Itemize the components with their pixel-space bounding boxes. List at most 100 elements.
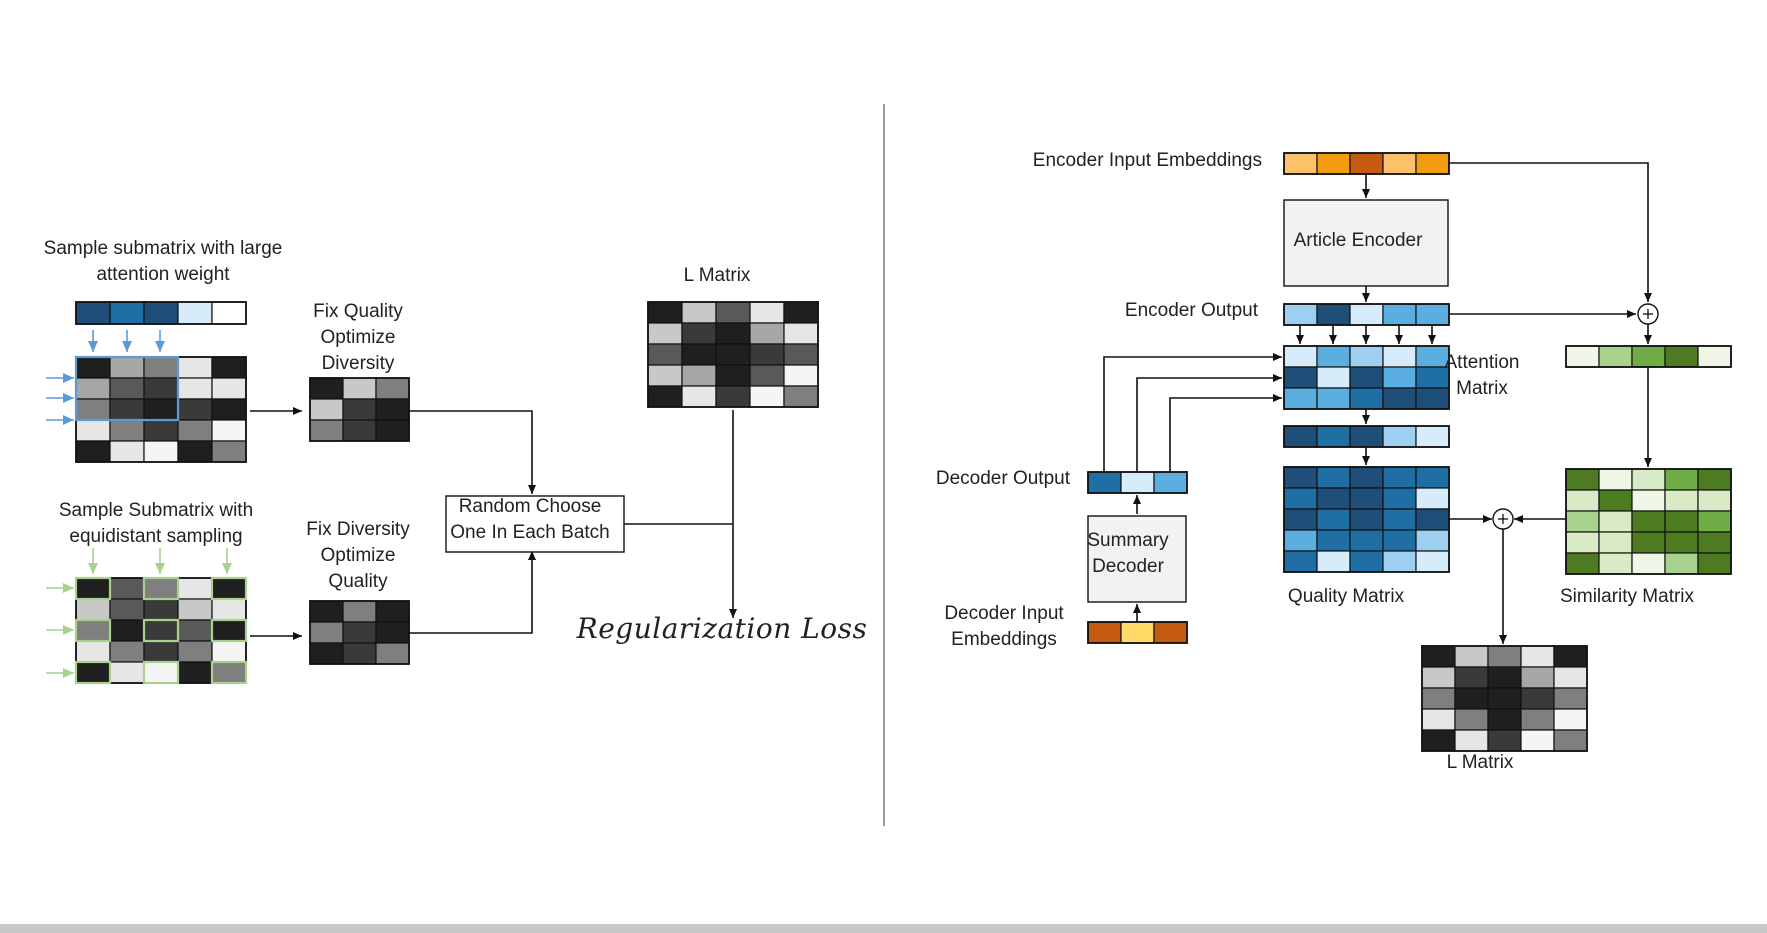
green-combined-vector-cell [1598,345,1633,368]
large-weight-matrix-cell [75,356,111,379]
large-weight-matrix-cell [75,440,111,463]
bottom-scrollbar-band [0,924,1767,933]
equidistant-matrix-cell [177,598,213,621]
attention-matrix-cell [1382,366,1417,389]
fix-diversity-submatrix-cell [342,600,377,623]
decoder-input-embeddings-cell [1120,621,1155,644]
attention-weight-bar-cell [75,301,111,325]
attention-weight-bar-cell [109,301,145,325]
encoder-output-vector-cell [1283,303,1318,326]
left-l-matrix-cell [783,343,819,366]
left-l-matrix-cell [681,301,717,324]
right-l-matrix-cell [1520,729,1555,752]
equidistant-matrix-cell [211,619,247,642]
equidistant-matrix-cell [177,661,213,684]
right-l-matrix-cell [1520,666,1555,689]
equidistant-matrix-cell [75,577,111,600]
quality-matrix-cell [1283,529,1318,552]
fix-diversity-submatrix-cell [375,621,410,644]
attention-matrix-cell [1382,345,1417,368]
quality-matrix-cell [1316,508,1351,531]
similarity-matrix-cell [1631,552,1666,575]
similarity-matrix-label: Similarity Matrix [1559,586,1695,607]
similarity-matrix-cell [1565,510,1600,533]
large-weight-matrix-cell [211,440,247,463]
left-l-matrix-cell [681,343,717,366]
green-combined-vector-cell [1664,345,1699,368]
encoder-input-embeddings-cell [1349,152,1384,175]
attention-matrix-cell [1349,345,1384,368]
quality-matrix-cell [1283,508,1318,531]
attention-matrix-label: Attention Matrix [1444,352,1520,399]
large-weight-matrix-cell [211,398,247,421]
right-l-matrix-cell [1553,729,1588,752]
left-l-matrix-cell [783,322,819,345]
attention-row-vector-cell [1283,425,1318,448]
left-l-matrix-cell [749,364,785,387]
attention-matrix-cell [1349,366,1384,389]
fix-diversity-label: Fix Diversity Optimize Quality [306,519,410,592]
article-encoder-box [1283,199,1449,287]
attention-row-vector-cell [1415,425,1450,448]
equidistant-matrix-cell [177,640,213,663]
similarity-matrix-cell [1697,531,1732,554]
fix-quality-submatrix-cell [342,398,377,421]
large-weight-matrix-cell [109,419,145,442]
left-l-matrix-cell [647,385,683,408]
fix-diversity-submatrix-cell [309,642,344,665]
similarity-matrix-cell [1697,552,1732,575]
quality-matrix-cell [1415,550,1450,573]
similarity-matrix-cell [1598,510,1633,533]
large-weight-matrix-cell [177,440,213,463]
large-weight-matrix-cell [143,377,179,400]
right-l-matrix-cell [1520,645,1555,668]
quality-matrix-cell [1349,550,1384,573]
attention-matrix-cell [1316,345,1351,368]
quality-matrix-label: Quality Matrix [1287,586,1405,607]
right-l-matrix-cell [1487,645,1522,668]
equidistant-matrix-cell [211,577,247,600]
equidistant-matrix-cell [75,640,111,663]
left-l-matrix-cell [783,385,819,408]
quality-matrix-cell [1283,550,1318,573]
large-weight-matrix-cell [109,440,145,463]
fix-quality-submatrix-cell [342,419,377,442]
right-l-matrix-cell [1421,708,1456,731]
large-weight-matrix-cell [211,377,247,400]
similarity-matrix-cell [1565,468,1600,491]
right-l-matrix-cell [1421,666,1456,689]
quality-matrix-cell [1349,529,1384,552]
left-l-matrix-cell [715,385,751,408]
quality-matrix-cell [1415,487,1450,510]
right-l-matrix-cell [1487,687,1522,710]
equidistant-matrix-cell [109,619,145,642]
similarity-matrix-cell [1598,489,1633,512]
right-l-matrix-cell [1487,666,1522,689]
right-l-matrix-cell [1553,708,1588,731]
large-weight-matrix-cell [109,398,145,421]
fix-diversity-submatrix-cell [342,642,377,665]
similarity-matrix-cell [1565,489,1600,512]
similarity-matrix-cell [1664,552,1699,575]
large-weight-matrix-cell [211,356,247,379]
decoder-input-embeddings-cell [1087,621,1122,644]
encoder-output-vector-cell [1382,303,1417,326]
large-weight-matrix-cell [75,398,111,421]
large-weight-matrix-cell [143,419,179,442]
decoder-output-vector-cell [1087,471,1122,494]
fix-quality-submatrix-cell [375,419,410,442]
attention-matrix-cell [1349,387,1384,410]
equidistant-matrix-cell [211,640,247,663]
fix-quality-submatrix-cell [309,419,344,442]
left-l-matrix-cell [749,343,785,366]
equidistant-selected-cell [74,660,112,685]
right-l-matrix-cell [1520,708,1555,731]
encoder-output-vector-cell [1316,303,1351,326]
decoder-input-embeddings-frame [1087,621,1188,644]
equidistant-matrix-cell [143,619,179,642]
attention-row-vector-cell [1382,425,1417,448]
fix-quality-submatrix-cell [309,377,344,400]
right-l-matrix-cell [1487,708,1522,731]
fix-quality-submatrix-cell [342,377,377,400]
equidistant-matrix-cell [109,640,145,663]
